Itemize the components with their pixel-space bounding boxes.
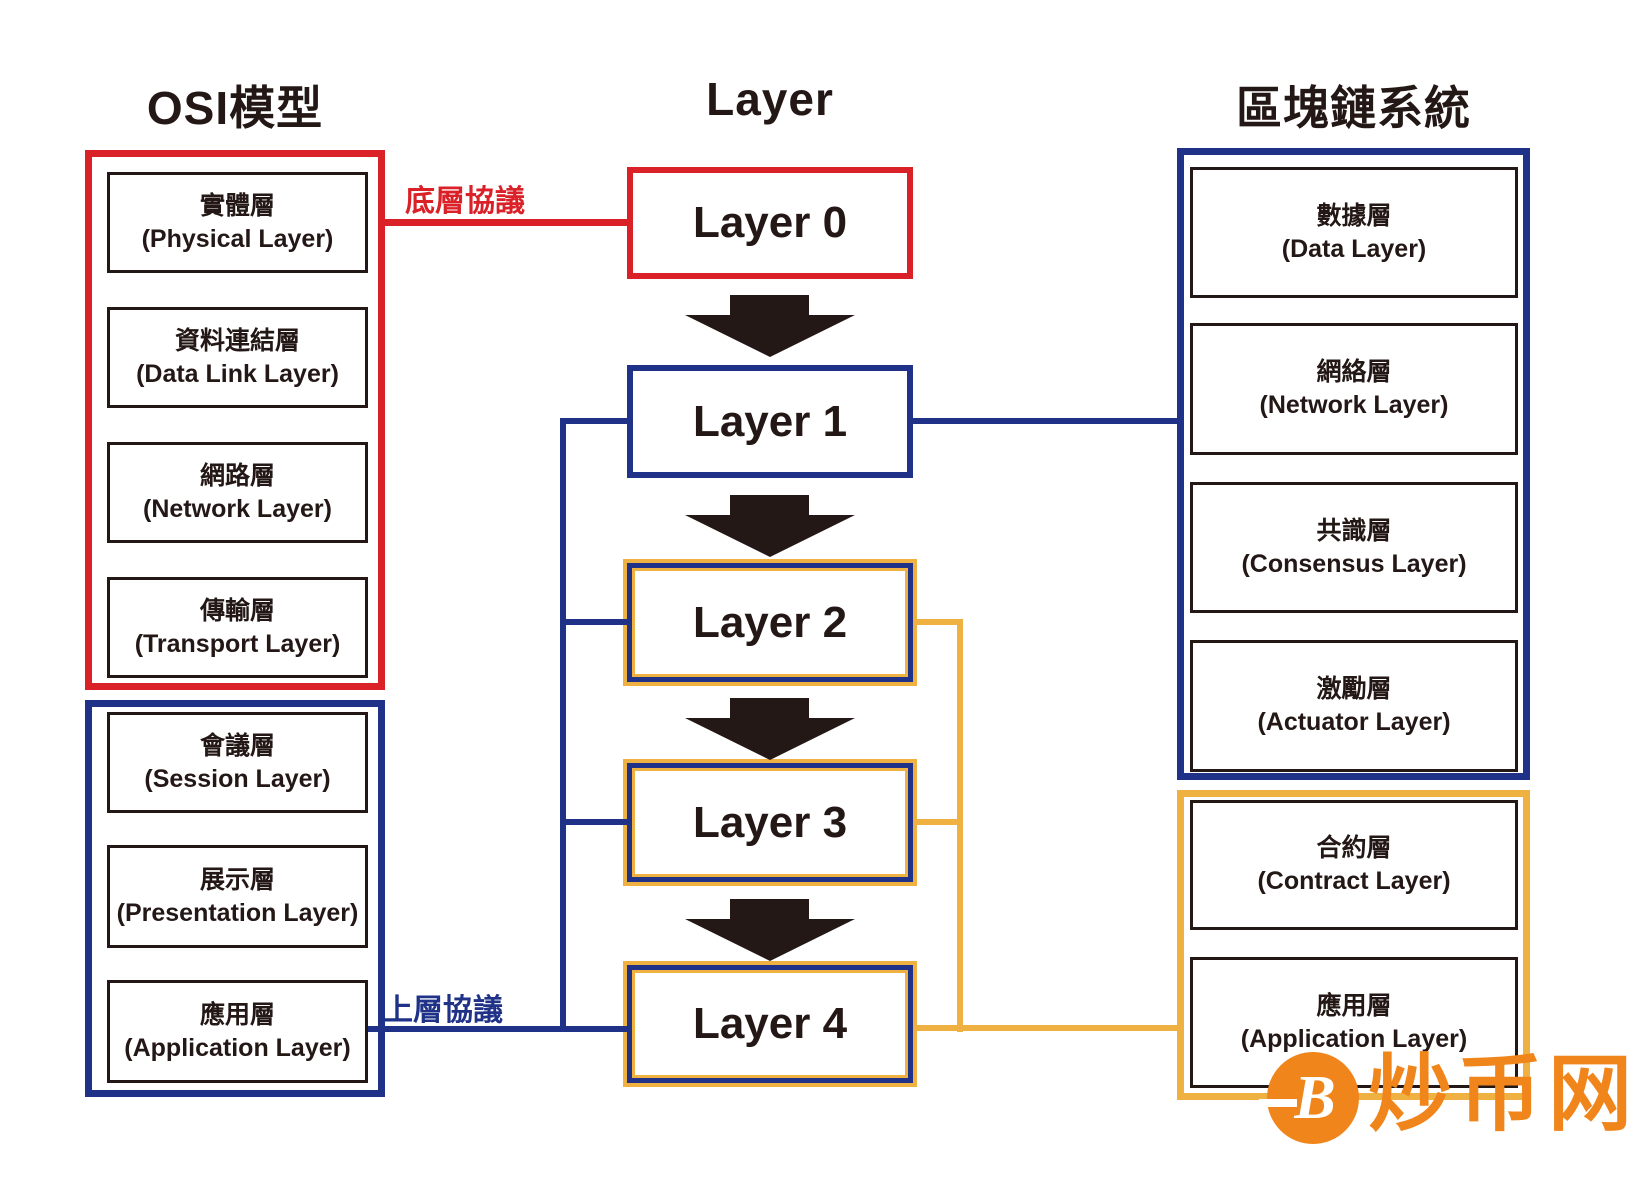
osi-cell-presentation: 展示層 (Presentation Layer) — [107, 845, 368, 948]
down-arrow-icon — [685, 899, 855, 961]
gold-stub-layer2 — [913, 619, 963, 625]
layer4-label: Layer 4 — [692, 999, 848, 1048]
osi-cell-network: 網路層 (Network Layer) — [107, 442, 368, 543]
upper-protocol-line — [368, 1026, 627, 1032]
blockchain-cell-contract: 合約層 (Contract Layer) — [1190, 800, 1518, 930]
watermark-site-name: 炒币网 — [1368, 1049, 1639, 1142]
osi-cell-session-en: (Session Layer) — [144, 764, 331, 793]
blue-stub-layer2 — [566, 619, 627, 625]
layer2-box: Layer 2 — [623, 559, 917, 686]
layer2-label: Layer 2 — [692, 597, 848, 647]
osi-cell-transport-zh: 傳輸層 — [199, 596, 275, 625]
blockchain-cell-data-en: (Data Layer) — [1281, 234, 1427, 263]
osi-cell-physical: 實體層 (Physical Layer) — [107, 172, 368, 273]
blockchain-cell-network-en: (Network Layer) — [1259, 391, 1449, 419]
osi-cell-application-en: (Application Layer) — [124, 1033, 351, 1062]
layer-column-title: Layer — [706, 73, 834, 125]
gold-rail-line — [957, 619, 963, 1032]
blue-stub-layer3 — [566, 819, 627, 825]
blue-rail-line — [560, 418, 566, 1032]
osi-cell-transport: 傳輸層 (Transport Layer) — [107, 577, 368, 678]
watermark-coin-dash — [1259, 1099, 1297, 1107]
blockchain-cell-application-zh: 應用層 — [1316, 991, 1392, 1020]
blockchain-cell-network-zh: 網絡層 — [1316, 358, 1392, 386]
osi-cell-datalink-en: (Data Link Layer) — [136, 359, 339, 388]
watermark-coin-icon: B — [1259, 1052, 1359, 1144]
blockchain-column-title: 區塊鏈系統 — [1236, 82, 1471, 134]
osi-cell-physical-zh: 實體層 — [199, 191, 275, 220]
osi-cell-session-zh: 會議層 — [199, 731, 275, 760]
layer4-to-blockchain-line — [913, 1025, 1177, 1031]
osi-cell-network-zh: 網路層 — [199, 461, 275, 490]
blockchain-cell-consensus-en: (Consensus Layer) — [1241, 549, 1467, 578]
osi-cell-session: 會議層 (Session Layer) — [107, 712, 368, 813]
down-arrow-icon — [685, 295, 855, 357]
blockchain-cell-actuator: 激勵層 (Actuator Layer) — [1190, 640, 1518, 772]
upper-protocol-label: 上層協議 — [383, 994, 503, 1027]
layer3-box: Layer 3 — [623, 759, 917, 886]
blockchain-cell-actuator-zh: 激勵層 — [1316, 675, 1392, 703]
blockchain-cell-contract-en: (Contract Layer) — [1257, 867, 1451, 895]
blockchain-cell-data: 數據層 (Data Layer) — [1190, 167, 1518, 298]
osi-cell-network-en: (Network Layer) — [143, 494, 332, 523]
osi-column-title: OSI模型 — [146, 82, 324, 134]
blockchain-cell-contract-zh: 合約層 — [1316, 834, 1392, 862]
down-arrow-icon — [685, 698, 855, 760]
watermark-coin-letter: B — [1294, 1064, 1336, 1132]
layer4-box: Layer 4 — [623, 961, 917, 1087]
osi-cell-presentation-zh: 展示層 — [199, 865, 275, 894]
blockchain-cell-network: 網絡層 (Network Layer) — [1190, 323, 1518, 455]
layer0-label: Layer 0 — [692, 198, 848, 247]
blockchain-cell-application: 應用層 (Application Layer) — [1190, 957, 1518, 1088]
osi-cell-application: 應用層 (Application Layer) — [107, 980, 368, 1083]
osi-cell-application-zh: 應用層 — [199, 1000, 275, 1029]
osi-cell-datalink-zh: 資料連結層 — [174, 326, 300, 355]
blue-stub-layer1 — [566, 418, 627, 424]
osi-cell-transport-en: (Transport Layer) — [134, 629, 341, 658]
down-arrow-icon — [685, 495, 855, 557]
osi-cell-presentation-en: (Presentation Layer) — [116, 898, 359, 927]
blockchain-cell-application-en: (Application Layer) — [1240, 1024, 1468, 1053]
lower-protocol-label: 底層協議 — [405, 185, 525, 218]
layer3-label: Layer 3 — [692, 797, 848, 847]
blockchain-cell-consensus: 共識層 (Consensus Layer) — [1190, 482, 1518, 613]
osi-cell-physical-en: (Physical Layer) — [141, 224, 334, 253]
blockchain-cell-data-zh: 數據層 — [1316, 201, 1392, 230]
layer1-box: Layer 1 — [627, 365, 913, 478]
blockchain-cell-actuator-en: (Actuator Layer) — [1257, 708, 1451, 736]
gold-stub-layer3 — [913, 819, 963, 825]
lower-protocol-line — [385, 219, 627, 226]
blockchain-cell-consensus-zh: 共識層 — [1316, 516, 1392, 545]
layer1-to-blockchain-line — [913, 418, 1177, 424]
osi-cell-datalink: 資料連結層 (Data Link Layer) — [107, 307, 368, 408]
layer0-box: Layer 0 — [627, 167, 913, 279]
layer1-label: Layer 1 — [692, 396, 848, 446]
